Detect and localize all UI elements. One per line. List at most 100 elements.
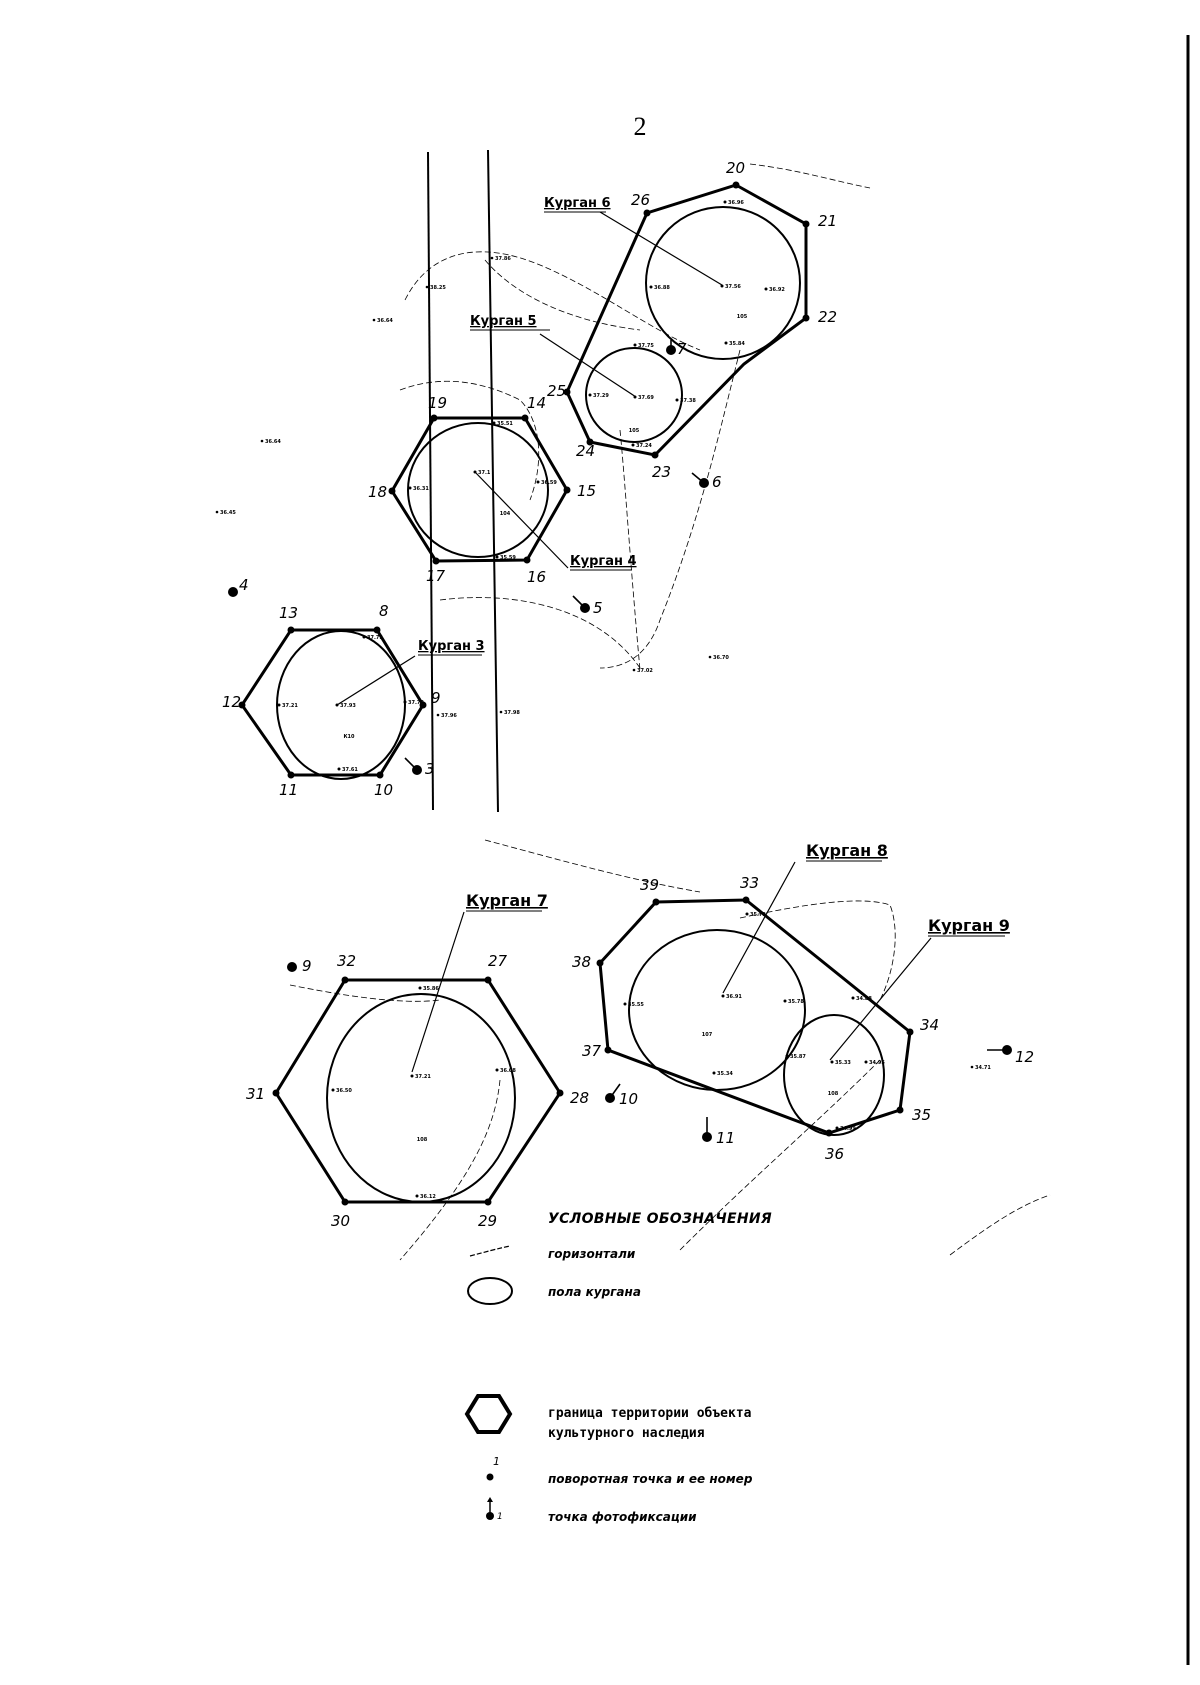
turning-point-21: [802, 220, 810, 228]
turning-point-label: 9: [431, 689, 441, 707]
elevation-value: 35.84: [729, 341, 745, 347]
photo-direction-arrow: [404, 757, 418, 771]
elevation-point: [331, 1088, 335, 1092]
spot-height-point: [260, 439, 264, 443]
elevation-value: 36.88: [654, 285, 670, 291]
turning-point-label: 23: [652, 463, 671, 481]
turning-point-label: 31: [246, 1085, 265, 1103]
leader-kurgan-9: [829, 937, 932, 1061]
elevation-value: 37.75: [638, 343, 654, 349]
leader-kurgan-5: [539, 333, 637, 398]
kurgan-4-label: Курган 4: [570, 554, 637, 569]
spot-height-point: [499, 710, 503, 714]
legend-label-turning-point: поворотная точка и ее номер: [548, 1472, 753, 1486]
mound-floors: [276, 206, 885, 1203]
turning-point-12: [238, 701, 246, 709]
spot-height-markers: 37.8638.2536.6436.6436.4537.9837.9637.02…: [215, 256, 991, 1071]
elevation-value: 37.38: [680, 398, 696, 404]
spot-height-point: [215, 510, 219, 514]
elevation-value: 37.29: [593, 393, 609, 399]
turning-point-label: 39: [640, 876, 659, 894]
turning-point-label: 21: [818, 212, 837, 230]
turning-point-label: 13: [279, 604, 298, 622]
spot-height-value: 37.86: [495, 256, 511, 262]
elevation-point: [649, 285, 653, 289]
turning-point-30: [341, 1198, 349, 1206]
turning-point-28: [556, 1089, 564, 1097]
turning-point-label: 24: [576, 442, 595, 460]
elevation-point: [723, 200, 727, 204]
elevation-value: 36.96: [728, 200, 744, 206]
territory-boundaries: [240, 183, 912, 1204]
legend-label-hexagon-2: культурного наследия: [548, 1426, 705, 1441]
turning-point-10: [376, 771, 384, 779]
turning-point-label: 32: [337, 952, 356, 970]
elevation-point: [408, 486, 412, 490]
elevation-point: [864, 1060, 868, 1064]
turning-point-15: [563, 486, 571, 494]
elevation-point: [712, 1071, 716, 1075]
elevation-value: 34.88: [856, 996, 872, 1002]
turning-point-label: 19: [428, 394, 447, 412]
contour-line: [404, 251, 701, 351]
turning-point-39: [652, 898, 660, 906]
spot-height-point: [708, 655, 712, 659]
elevation-value: 36.91: [726, 994, 742, 1000]
boundary-kurgan-7: [274, 978, 562, 1204]
photo-point-label: 12: [1015, 1048, 1034, 1066]
elevation-value: 36.08: [500, 1068, 516, 1074]
contour-line: [289, 984, 441, 1002]
elevation-point: [633, 343, 637, 347]
turning-point-25: [563, 388, 571, 396]
elevation-point: [277, 703, 281, 707]
photo-point-label: 6: [712, 473, 722, 491]
turning-point-8: [373, 626, 381, 634]
legend-label-ellipse: пола кургана: [548, 1285, 641, 1299]
spot-height-value: 37.02: [637, 668, 653, 674]
elevation-point: [403, 700, 407, 704]
turning-point-label: 14: [527, 394, 546, 412]
elevation-value: 37.24: [636, 443, 652, 449]
elevation-point: [721, 994, 725, 998]
legend-symbol-photo-point: [486, 1512, 494, 1520]
turning-point-label: 25: [547, 382, 566, 400]
elevation-point: [337, 767, 341, 771]
elevation-value: 36.50: [336, 1088, 352, 1094]
kurgan-3-code: К10: [343, 734, 355, 740]
turning-point-label: 15: [577, 482, 596, 500]
elevation-point: [835, 1126, 839, 1130]
turning-point-37: [604, 1046, 612, 1054]
elevation-point: [495, 1068, 499, 1072]
legend-label-hexagon-1: граница территории объекта: [548, 1406, 752, 1421]
contour-lines: [289, 163, 1051, 1261]
legend-photo-point-number: 1: [497, 1512, 503, 1522]
elevation-point: [588, 393, 592, 397]
elevation-value: 35.78: [788, 999, 804, 1005]
mound-floor-kurgan-6: [645, 206, 801, 360]
elevation-point: [675, 398, 679, 402]
leader-kurgan-4: [474, 471, 569, 569]
turning-point-35: [896, 1106, 904, 1114]
elevation-value: 36.59: [541, 480, 557, 486]
kurgan-8-code: 107: [702, 1032, 713, 1038]
elevation-point: [536, 480, 540, 484]
elevation-value: 36.12: [420, 1194, 436, 1200]
elevation-value: 37.1: [478, 470, 491, 476]
turning-point-label: 38: [572, 953, 591, 971]
elevation-point: [418, 986, 422, 990]
spot-height-point: [490, 256, 494, 260]
elevation-value: 35.87: [790, 1054, 806, 1060]
legend-symbol-hexagon: [464, 1394, 513, 1434]
turning-point-22: [802, 314, 810, 322]
elevation-point: [724, 341, 728, 345]
turning-point-9: [419, 701, 427, 709]
turning-point-19: [430, 414, 438, 422]
spot-height-value: 37.96: [441, 713, 457, 719]
leader-kurgan-3: [336, 655, 416, 706]
contour-line: [619, 429, 641, 671]
kurgan-5-label: Курган 5: [470, 314, 537, 329]
turning-point-32: [341, 976, 349, 984]
leader-kurgan-7: [411, 911, 465, 1073]
turning-point-label: 26: [631, 191, 650, 209]
